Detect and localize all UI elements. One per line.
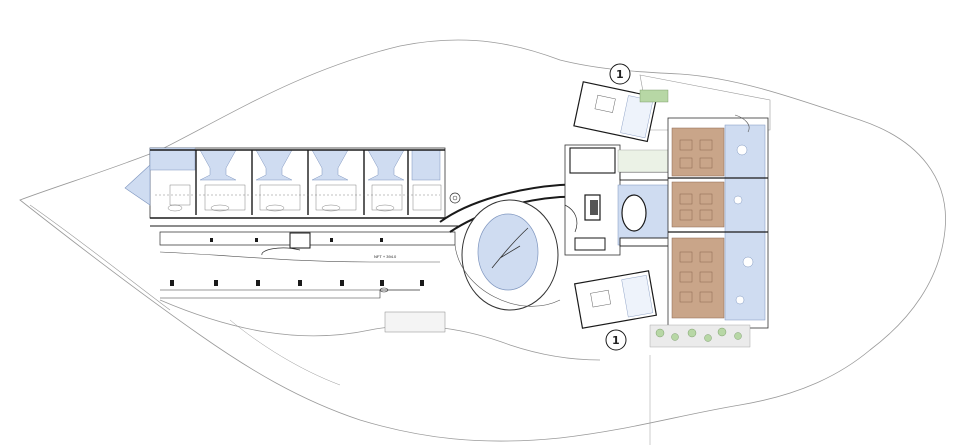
deck-islands bbox=[733, 144, 754, 305]
north-marker-bottom-label: 1 bbox=[612, 334, 620, 347]
wing-pool-end bbox=[149, 147, 196, 171]
garden-trees bbox=[655, 327, 742, 342]
roundabout-sculpture bbox=[491, 227, 529, 269]
residential-wing bbox=[124, 147, 460, 227]
lobby-stair bbox=[574, 237, 606, 251]
deck-tables bbox=[679, 139, 713, 303]
deck-pool-strip bbox=[724, 124, 766, 321]
deck-middle bbox=[671, 181, 725, 228]
wing-prow bbox=[124, 164, 151, 206]
corridor-label: NFT + 394.0 bbox=[374, 254, 397, 259]
tree-marker-inner bbox=[452, 195, 458, 201]
court-oval bbox=[621, 194, 647, 232]
north-marker-bottom bbox=[605, 329, 627, 351]
unit-partitions bbox=[150, 149, 460, 227]
lower-wing: NFT + 394.0 bbox=[159, 231, 456, 333]
stair-core bbox=[289, 232, 311, 249]
lobby-service bbox=[569, 147, 616, 174]
tree-marker bbox=[449, 192, 461, 204]
lower-pavilion-bed bbox=[590, 289, 611, 308]
columns bbox=[170, 238, 424, 286]
lobby-curve bbox=[564, 204, 578, 233]
court-garden-top bbox=[617, 149, 669, 173]
lower-pavilion-deck bbox=[621, 275, 654, 318]
restaurant-block bbox=[649, 114, 769, 348]
drop-off-loop bbox=[454, 199, 561, 311]
pavilion-small bbox=[384, 311, 446, 333]
lower-pavilion: 1 bbox=[573, 270, 658, 351]
island-outline bbox=[19, 39, 946, 445]
court-bridge-top bbox=[619, 171, 671, 181]
roundabout-pool bbox=[477, 213, 539, 291]
bench-end bbox=[379, 287, 389, 293]
curved-wall bbox=[261, 247, 301, 256]
upper-pavilion-green bbox=[639, 89, 669, 103]
lower-terrace-curve bbox=[159, 251, 440, 263]
court-bridge-bottom bbox=[619, 237, 671, 247]
north-marker-top-label: 1 bbox=[616, 68, 624, 81]
lobby-block bbox=[564, 144, 621, 256]
loop-road bbox=[454, 244, 561, 307]
upper-pavilion: 1 bbox=[573, 63, 669, 143]
unit-interiors bbox=[155, 184, 442, 212]
deck-dividers bbox=[668, 177, 768, 233]
north-marker-top bbox=[609, 63, 631, 85]
north-deck-curve bbox=[734, 114, 750, 133]
water-court bbox=[617, 149, 671, 247]
unit-pools bbox=[199, 149, 441, 181]
lower-road-edge bbox=[160, 289, 381, 299]
deck-south bbox=[671, 237, 725, 319]
deck-north bbox=[671, 127, 725, 177]
upper-pavilion-bed bbox=[594, 94, 616, 113]
lobby-hatch bbox=[590, 200, 598, 215]
